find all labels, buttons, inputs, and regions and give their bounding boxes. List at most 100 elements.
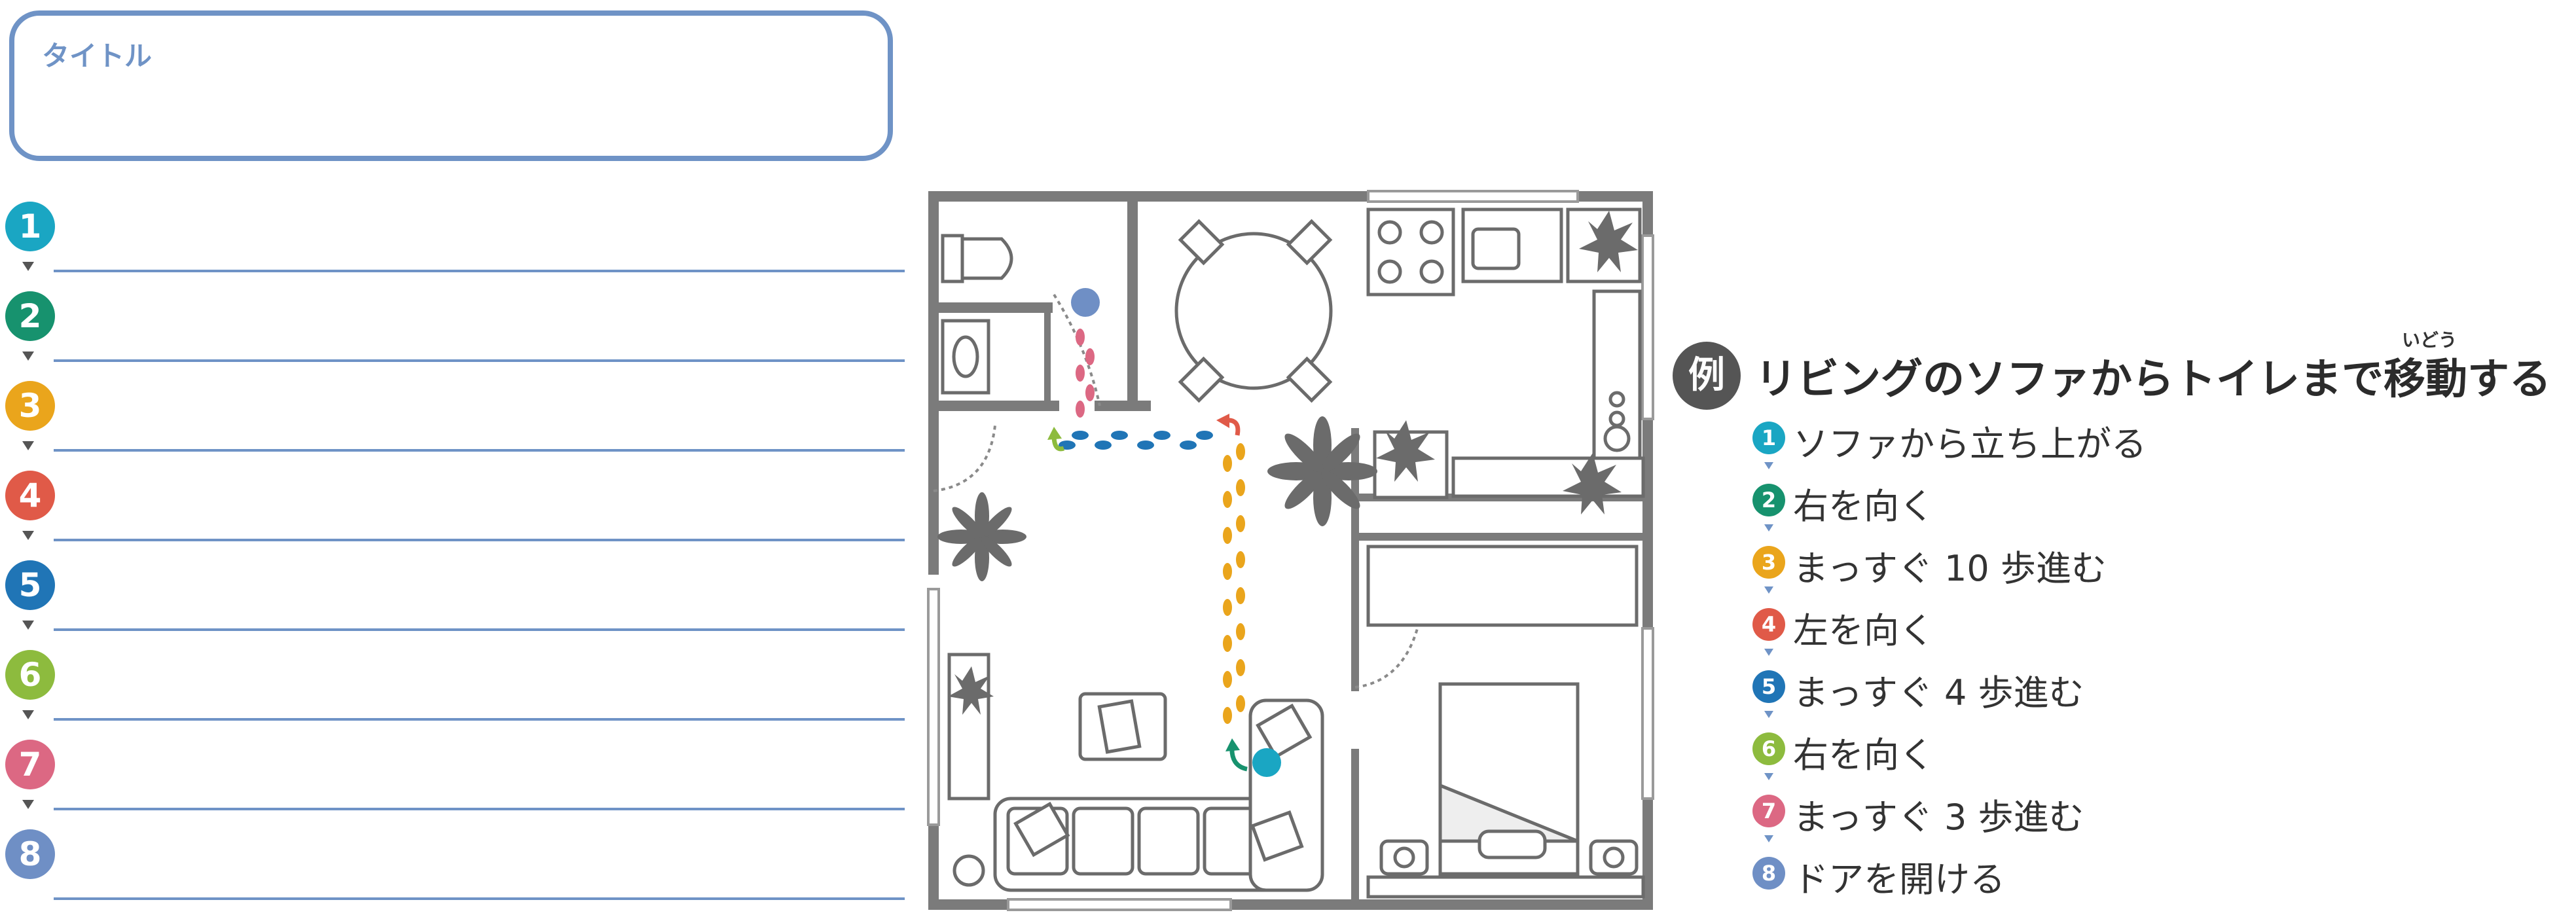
down-arrow-icon [1764,586,1773,594]
example-step-number: 8 [1752,857,1785,890]
toilet-bowl-icon [960,237,1013,280]
bedroom-door-swing [1354,615,1422,689]
window-bottom [1007,898,1232,911]
down-arrow-icon [22,351,34,361]
dining-chair [1178,219,1225,266]
step-number-badge: 7 [5,740,55,789]
example-step-text: ソファから立ち上がる [1793,423,2147,465]
window-right-upper [1641,234,1654,420]
step-number-badge: 2 [5,291,55,341]
step-answer-line[interactable] [54,449,905,452]
down-arrow-icon [22,262,34,271]
down-arrow-icon [22,800,34,809]
step-number-badge: 1 [5,202,55,251]
goal-point-marker [1071,288,1100,317]
down-arrow-icon [1764,711,1773,718]
plant-icon [1376,420,1435,482]
floor-lamp [952,854,985,887]
example-step-1: 1 ソファから立ち上がる [1752,414,2538,473]
example-step-number: 5 [1752,670,1785,703]
sink-basin [952,335,979,378]
down-arrow-icon [22,621,34,630]
plant-icon [948,666,994,715]
down-arrow-icon [1764,524,1773,532]
step-row-2: 2 [0,291,910,381]
plant-icon [937,492,1026,581]
plant-icon [1563,453,1622,514]
step-answer-line[interactable] [54,897,905,900]
step-row-5: 5 [0,560,910,650]
step-answer-line[interactable] [54,539,905,541]
down-arrow-icon [1764,773,1773,780]
start-point-marker [1252,748,1281,777]
down-arrow-icon [22,441,34,450]
pillow [1478,829,1547,859]
step-answer-line[interactable] [54,808,905,810]
plant-icon [1579,211,1638,272]
step-row-4: 4 [0,471,910,560]
footprints-step-5 [1059,431,1213,450]
down-arrow-icon [1764,835,1773,842]
step-number-badge: 8 [5,829,55,879]
toilet-tank [941,234,964,283]
step-number-badge: 6 [5,650,55,700]
window-right-lower [1641,627,1654,800]
step-row-7: 7 [0,740,910,829]
step-number-badge: 4 [5,471,55,520]
example-step-number: 3 [1752,546,1785,579]
example-step-number: 6 [1752,732,1785,765]
window-top [1367,190,1579,203]
step-number-badge: 5 [5,560,55,610]
down-arrow-icon [22,710,34,719]
example-title: リビングのソファからトイレまで移動する [1755,355,2551,404]
example-step-3: 3 まっすぐ 10 歩進む [1752,538,2538,597]
example-step-number: 7 [1752,795,1785,827]
example-step-8: 8 ドアを開ける [1752,849,2538,908]
example-step-text: まっすぐ 3 歩進む [1793,797,2084,838]
example-step-text: ドアを開ける [1793,859,2005,900]
step-row-8: 8 [0,829,910,919]
down-arrow-icon [22,531,34,540]
step-number-badge: 3 [5,381,55,431]
example-step-2: 2 右を向く [1752,476,2538,535]
step-row-3: 3 [0,381,910,471]
plant-icons [937,211,1638,715]
dining-table [1174,232,1333,390]
bed-base [1366,875,1645,899]
example-step-5: 5 まっすぐ 4 歩進む [1752,662,2538,721]
dining-chair [1178,356,1225,403]
example-ruby: いどう [2402,329,2458,351]
floor-plan [927,190,1654,911]
wardrobe [1366,545,1639,627]
example-step-text: 右を向く [1793,734,1934,776]
example-step-text: 右を向く [1793,486,1934,527]
step-row-6: 6 [0,650,910,740]
step-answer-line[interactable] [54,359,905,362]
footprints-step-7 [1076,329,1095,418]
dining-chair [1286,219,1333,266]
tv-stand [947,653,990,801]
example-step-text: 左を向く [1793,610,1934,651]
down-arrow-icon [1764,462,1773,469]
example-step-text: まっすぐ 10 歩進む [1793,548,2107,589]
step-answer-line[interactable] [54,628,905,631]
dining-chair [1286,356,1333,403]
plant-icon [1267,416,1377,526]
example-step-number: 2 [1752,484,1785,516]
example-step-text: まっすぐ 4 歩進む [1793,672,2084,713]
step-answer-line[interactable] [54,270,905,272]
example-panel: 例 いどう リビングのソファからトイレまで移動する 1 ソファから立ち上がる 2… [1673,301,2569,903]
example-badge: 例 [1673,342,1741,410]
stove-top-icon [1366,207,1455,297]
example-step-6: 6 右を向く [1752,725,2538,784]
step-answer-line[interactable] [54,718,905,721]
example-step-number: 4 [1752,608,1785,641]
footprints-step-3 [1223,443,1245,724]
window-left [927,588,940,826]
step-row-1: 1 [0,202,910,291]
entrance-door-swing [933,425,996,492]
title-input-box[interactable]: タイトル [9,10,893,161]
example-step-4: 4 左を向く [1752,600,2538,659]
example-step-number: 1 [1752,422,1785,454]
example-step-7: 7 まっすぐ 3 歩進む [1752,787,2538,846]
